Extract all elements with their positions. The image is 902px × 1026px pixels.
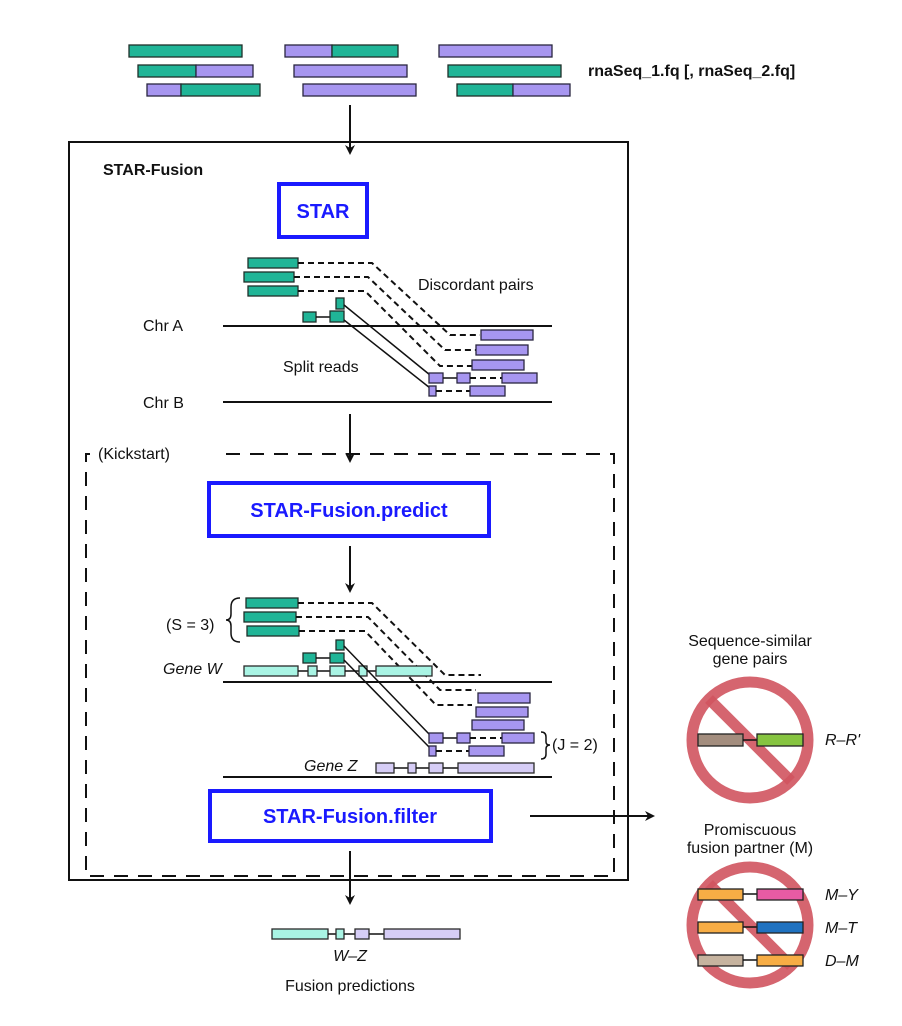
star-label: STAR [297,201,351,223]
filter-title: fusion partner (M) [687,840,813,857]
support-s-label: (S = 3) [166,617,214,634]
read [293,64,408,78]
read [137,64,197,78]
brace [225,597,241,643]
gene-box [756,921,804,934]
prohibited-icon [686,861,814,989]
filter-title: Promiscuous [704,822,796,839]
read [438,44,553,58]
gene-box [756,888,804,901]
predict-schematic: (S = 3) Gene W [163,597,598,778]
read [180,83,261,97]
gene-w-label: Gene W [163,661,224,678]
pair-label: D–M [825,953,859,970]
gene-box [697,733,744,747]
fusion-predictions-caption: Fusion predictions [285,978,415,995]
read [447,64,562,78]
star-box [277,182,369,239]
filter-title: Sequence-similar [688,633,812,650]
brace [540,731,551,760]
predict-box [207,481,491,538]
read [284,44,333,58]
support-j-label: (J = 2) [552,737,598,754]
predict-label: STAR-Fusion.predict [250,500,448,522]
prohibited-icon [686,676,814,804]
filter-sequence-similar: Sequence-similar gene pairs R–R' [686,633,861,804]
kickstart-box [85,453,615,877]
pair-label: R–R' [825,732,861,749]
filter-box [208,789,493,843]
filter-title: gene pairs [713,651,788,668]
gene-z-label: Gene Z [304,758,359,775]
chr-a-label: Chr A [143,318,183,335]
star-fusion-title: STAR-Fusion [103,162,203,179]
gene-box [756,954,804,967]
gene-box [697,888,744,901]
filter-step: STAR-Fusion.filter [208,789,493,843]
read [128,44,243,58]
kickstart-label: (Kickstart) [98,446,170,463]
read [331,44,399,58]
gene-box [697,921,744,934]
star-fusion-box [68,141,629,881]
input-files-label: rnaSeq_1.fq [, rnaSeq_2.fq] [588,63,795,80]
gene-box [756,733,804,747]
chr-b-label: Chr B [143,395,184,412]
star-alignment-schematic: Chr A Split reads Discordant pairs Chr B [143,257,552,412]
pair-label: M–T [825,920,858,937]
filter-promiscuous: Promiscuous fusion partner (M) M–Y M–T D… [686,822,859,989]
read [146,83,182,97]
read [195,64,254,78]
read [512,83,571,97]
discordant-pairs-label: Discordant pairs [418,277,534,294]
pair-label: M–Y [825,887,859,904]
split-reads-label: Split reads [283,359,359,376]
predict-step: STAR-Fusion.predict [207,481,491,538]
read [302,83,417,97]
fusion-pair-label: W–Z [333,948,368,965]
input-reads [128,44,571,97]
fusion-output: W–Z Fusion predictions [271,928,461,995]
star-step: STAR [277,182,369,239]
read [456,83,514,97]
filter-label: STAR-Fusion.filter [263,806,437,828]
gene-box [697,954,744,967]
